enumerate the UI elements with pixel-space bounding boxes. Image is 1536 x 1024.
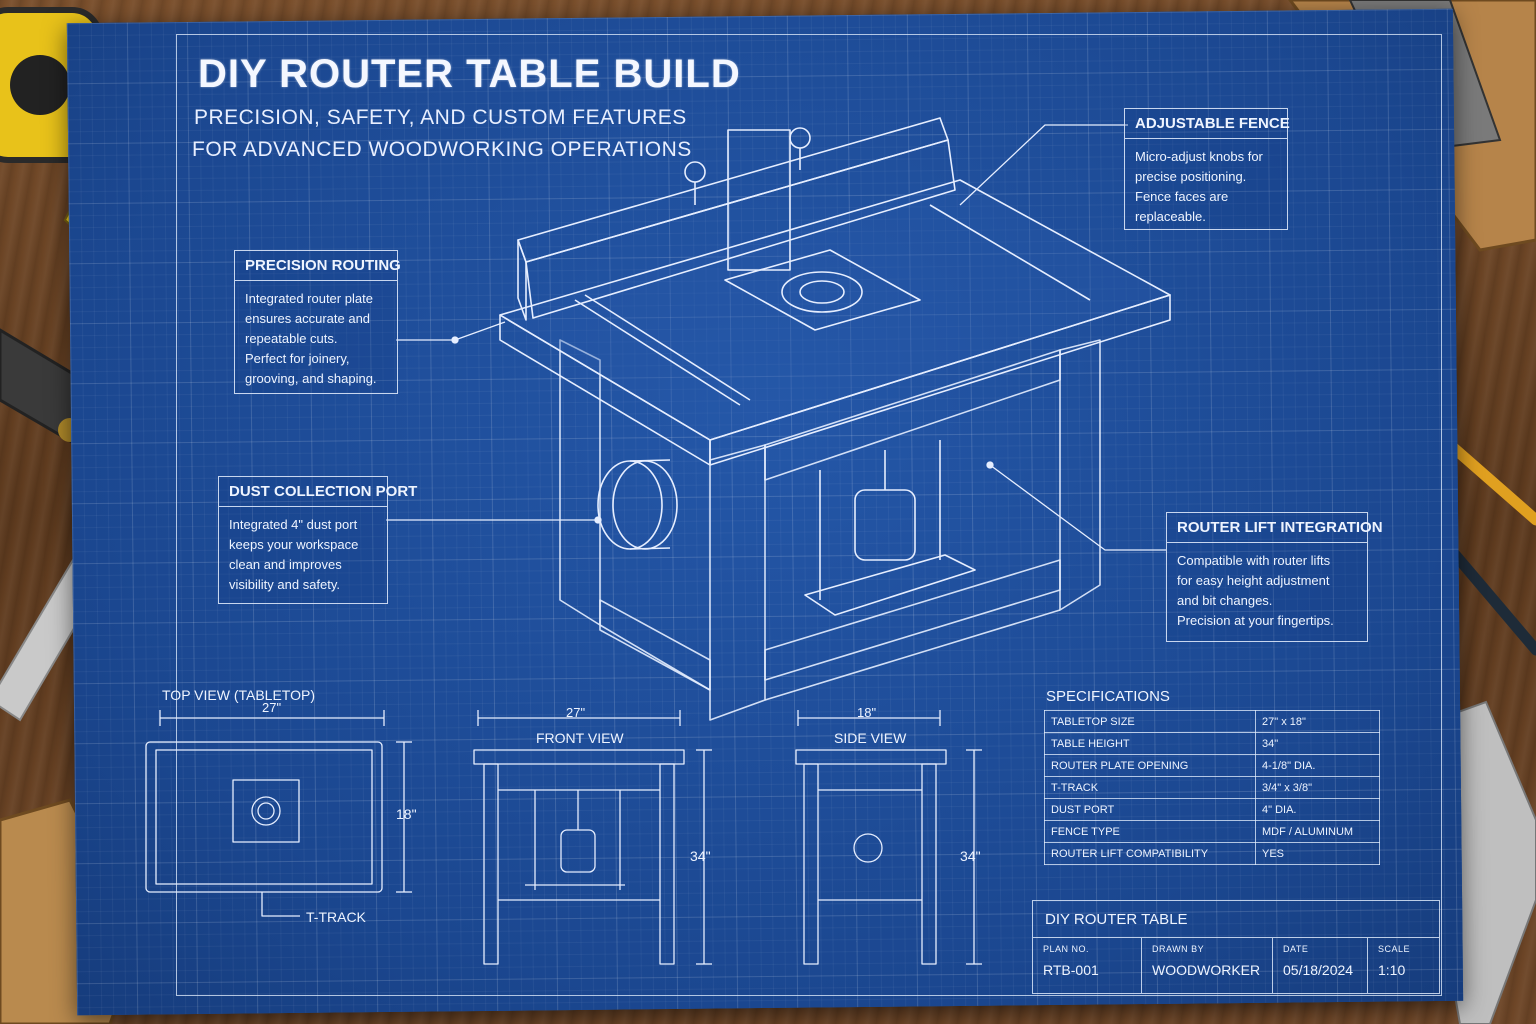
t-track-label: T-TRACK: [306, 909, 366, 925]
top-view-depth-dim: 18": [396, 806, 417, 822]
title-block-title: DIY ROUTER TABLE: [1045, 911, 1188, 928]
callout-line: clean and improves: [229, 557, 342, 572]
callout-heading: PRECISION ROUTING: [235, 251, 401, 281]
specifications-title: SPECIFICATIONS: [1046, 688, 1170, 705]
callout-router-lift: ROUTER LIFT INTEGRATION Compatible with …: [1166, 512, 1383, 642]
spec-value: 4-1/8" DIA.: [1255, 754, 1380, 777]
scale-cell: SCALE 1:10: [1368, 938, 1439, 993]
callout-line: and bit changes.: [1177, 593, 1273, 608]
date-cell: DATE 05/18/2024: [1273, 938, 1368, 993]
spec-label: TABLETOP SIZE: [1044, 710, 1256, 733]
side-view-label: SIDE VIEW: [834, 730, 907, 746]
callout-line: for easy height adjustment: [1177, 573, 1330, 588]
callout-line: precise positioning.: [1135, 169, 1247, 184]
top-view-label: TOP VIEW (TABLETOP): [162, 687, 315, 703]
dust-port: [597, 459, 678, 550]
spec-label: T-TRACK: [1044, 776, 1256, 799]
router-lift: [804, 440, 976, 616]
scale-value: 1:10: [1378, 962, 1406, 978]
drawn-by-cell: DRAWN BY WOODWORKER: [1142, 938, 1273, 993]
top-view-width-dim: 27": [262, 700, 282, 715]
callout-line: keeps your workspace: [229, 537, 359, 552]
subtitle-line-2: FOR ADVANCED WOODWORKING OPERATIONS: [192, 138, 692, 161]
callout-line: grooving, and shaping.: [245, 371, 377, 386]
callout-heading: ROUTER LIFT INTEGRATION: [1167, 513, 1383, 543]
callout-dust-collection: DUST COLLECTION PORT Integrated 4" dust …: [218, 476, 417, 604]
spec-label: TABLE HEIGHT: [1044, 732, 1256, 755]
top-view-drawing: [145, 710, 412, 917]
front-view-drawing: [473, 710, 712, 965]
callout-line: Integrated 4" dust port: [229, 517, 358, 532]
callout-line: Fence faces are: [1135, 189, 1229, 204]
callout-line: Micro-adjust knobs for: [1135, 149, 1263, 164]
spec-label: ROUTER PLATE OPENING: [1044, 754, 1256, 777]
spec-value: YES: [1255, 842, 1380, 865]
spec-label: FENCE TYPE: [1044, 820, 1256, 843]
spec-value: 27" x 18": [1255, 710, 1380, 733]
tabletop: [499, 179, 1171, 466]
spec-value: 4" DIA.: [1255, 798, 1380, 821]
spec-label: ROUTER LIFT COMPATIBILITY: [1044, 842, 1256, 865]
side-view-width-dim: 18": [857, 705, 877, 720]
callout-heading: DUST COLLECTION PORT: [219, 477, 417, 507]
plan-no-label: PLAN NO.: [1043, 944, 1090, 954]
title-block-row: PLAN NO. RTB-001 DRAWN BY WOODWORKER DAT…: [1033, 937, 1439, 993]
fence: [517, 117, 956, 321]
spec-value: MDF / ALUMINUM: [1255, 820, 1380, 843]
callout-line: Perfect for joinery,: [245, 351, 350, 366]
subtitle-line-1: PRECISION, SAFETY, AND CUSTOM FEATURES: [194, 106, 687, 129]
callout-line: Precision at your fingertips.: [1177, 613, 1334, 628]
table-frame: [559, 339, 1101, 721]
side-view-drawing: [795, 710, 982, 965]
callout-line: Compatible with router lifts: [1177, 553, 1331, 568]
callout-line: Integrated router plate: [245, 291, 373, 306]
plan-no-cell: PLAN NO. RTB-001: [1033, 938, 1142, 993]
scale-label: SCALE: [1378, 944, 1411, 954]
front-view-height-dim: 34": [690, 848, 711, 864]
page-title: DIY ROUTER TABLE BUILD: [198, 52, 741, 96]
spec-value: 3/4" x 3/8": [1255, 776, 1380, 799]
date-label: DATE: [1283, 944, 1309, 954]
router-plate: [724, 249, 921, 331]
callout-line: ensures accurate and: [245, 311, 371, 326]
front-view-width-dim: 27": [566, 705, 586, 720]
drawn-by-label: DRAWN BY: [1152, 944, 1205, 954]
leader-lines: [386, 124, 1166, 551]
drawn-by-value: WOODWORKER: [1152, 962, 1261, 978]
side-view-height-dim: 34": [960, 848, 981, 864]
callout-line: visibility and safety.: [229, 577, 341, 592]
callout-line: replaceable.: [1135, 209, 1206, 224]
callout-line: repeatable cuts.: [245, 331, 338, 346]
spec-label: DUST PORT: [1044, 798, 1256, 821]
title-block: DIY ROUTER TABLE PLAN NO. RTB-001 DRAWN …: [1032, 900, 1440, 994]
spec-value: 34": [1255, 732, 1380, 755]
callout-adjustable-fence: ADJUSTABLE FENCE Micro-adjust knobs for …: [1124, 108, 1290, 230]
plan-no-value: RTB-001: [1043, 962, 1099, 978]
front-view-label: FRONT VIEW: [536, 730, 624, 746]
callout-heading: ADJUSTABLE FENCE: [1125, 109, 1290, 139]
date-value: 05/18/2024: [1283, 962, 1354, 978]
callout-precision-routing: PRECISION ROUTING Integrated router plat…: [234, 250, 401, 394]
